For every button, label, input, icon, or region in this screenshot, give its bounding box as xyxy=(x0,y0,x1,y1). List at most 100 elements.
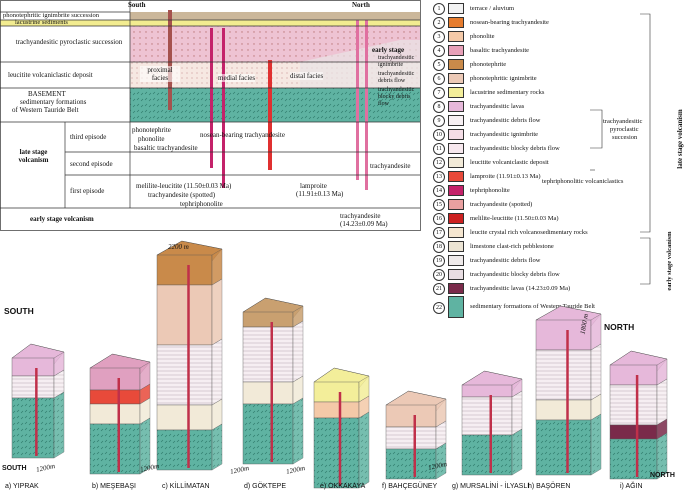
sections-south-label: SOUTH xyxy=(4,306,34,316)
section-caption-6: f) BAHÇEGÜNEY xyxy=(382,483,438,490)
section-caption-3: c) KİLLİMATAN xyxy=(162,483,210,490)
legend-swatch-6 xyxy=(448,73,464,84)
sections-north-label: NORTH xyxy=(604,322,635,332)
legend-swatch-15 xyxy=(448,199,464,210)
first-episode-label: first episode xyxy=(70,187,105,195)
legend-label-17: leucite crystal rich volcanosedimentary … xyxy=(470,229,588,236)
section-2-layer-3 xyxy=(89,403,141,425)
legend-swatch-10 xyxy=(448,129,464,140)
legend-number-6: 6 xyxy=(433,73,445,85)
section-7-layer-3 xyxy=(461,434,513,476)
section-4-layer-4 xyxy=(242,403,294,465)
section-8-side-4 xyxy=(590,413,602,476)
pyroclastic-group-label-1: trachyandesitic xyxy=(603,118,643,125)
section-6-layer-3 xyxy=(385,448,437,480)
legend-number-20: 20 xyxy=(433,269,445,281)
leucitite-label: leucitite volcaniclastic deposit xyxy=(8,71,93,79)
tephriphonolite-label: tephriphonolite xyxy=(180,200,223,208)
section-2-layer-2 xyxy=(89,389,141,405)
basement-label-1: BASEMENT xyxy=(28,90,66,98)
section-8-layer-1 xyxy=(535,319,592,351)
legend-number-13: 13 xyxy=(433,171,445,183)
legend-number-7: 7 xyxy=(433,87,445,99)
section-7-layer-2 xyxy=(461,396,513,436)
section-3-side-1 xyxy=(211,248,223,286)
basement-label-2: sedimentary formations xyxy=(20,98,87,106)
legend-swatch-1 xyxy=(448,3,464,14)
section-3-layer-1 xyxy=(156,254,213,286)
legend-number-19: 19 xyxy=(433,255,445,267)
legend-label-13: lamproite (11.91±0.13 Ma) xyxy=(470,173,541,180)
third-episode-label: third episode xyxy=(70,133,107,141)
section-6-dyke xyxy=(413,415,416,477)
section-6-layer-2 xyxy=(385,426,437,450)
phonotephritic-succession-label: phonotephritic ignimbrite succession xyxy=(3,12,100,19)
section-1-layer-2 xyxy=(11,375,55,399)
legend-swatch-9 xyxy=(448,115,464,126)
section-3-side-2 xyxy=(211,278,223,346)
section-8-side-1 xyxy=(590,313,602,351)
south-label: South xyxy=(128,1,146,9)
early-stage-label: early stage volcanism xyxy=(30,215,94,223)
section-3-layer-2 xyxy=(156,284,213,346)
section-9-layer-4 xyxy=(609,438,658,480)
legend-swatch-21 xyxy=(448,283,464,294)
section-2-dyke xyxy=(117,378,120,472)
legend-label-20: trachyandesitic blocky debris flow xyxy=(470,271,560,278)
tephriphonolitic-group-label: tephriphonolitic volcaniclastics xyxy=(542,178,624,185)
legend-swatch-14 xyxy=(448,185,464,196)
lamproite-label-1: lamproite xyxy=(300,182,327,190)
melilite-label: melilite-leucitite (11.50±0.03 Ma) xyxy=(136,182,232,190)
section-2-layer-1 xyxy=(89,367,141,391)
legend-number-17: 17 xyxy=(433,227,445,239)
section-4-dyke xyxy=(270,322,273,462)
legend-swatch-18 xyxy=(448,241,464,252)
early-trachy-label-2: (14.23±0.09 Ma) xyxy=(340,220,388,228)
section-6-layer-1 xyxy=(385,404,437,428)
legend-label-15: trachyandesite (spotted) xyxy=(470,201,533,208)
early-stage-item-1: trachyandesitic ignimbrite xyxy=(378,55,415,68)
section-4-layer-1 xyxy=(242,311,294,328)
legend-number-1: 1 xyxy=(433,3,445,15)
section-8-layer-4 xyxy=(535,419,592,476)
legend-label-4: basaltic trachyandesite xyxy=(470,47,530,54)
legend-number-10: 10 xyxy=(433,129,445,141)
section-7-layer-1 xyxy=(461,384,513,398)
section-8-dyke xyxy=(566,330,569,473)
medial-facies-label: medial facies xyxy=(218,74,256,82)
basement-label-3: of Western Tauride Belt xyxy=(12,106,79,114)
section-4-side-2 xyxy=(292,320,304,383)
legend-number-22: 22 xyxy=(433,302,445,314)
legend-number-14: 14 xyxy=(433,185,445,197)
legend-number-4: 4 xyxy=(433,45,445,57)
stratigraphic-table xyxy=(0,0,421,231)
legend-swatch-3 xyxy=(448,31,464,42)
phonolite-label: phonolite xyxy=(138,135,165,143)
section-caption-8: h) BAŞÖREN xyxy=(528,483,571,490)
section-4-side-4 xyxy=(292,397,304,465)
legend-label-8: trachyandesitic lavas xyxy=(470,103,525,110)
section-1-layer-3 xyxy=(11,397,55,459)
section-caption-2: b) MEŞEBAŞI xyxy=(92,483,136,490)
section-3-side-5 xyxy=(211,423,223,471)
section-4-layer-2 xyxy=(242,326,294,383)
phonotephrite-label: phonotephrite xyxy=(132,126,171,134)
nosean-label: nosean-bearing trachyandesite xyxy=(200,131,285,139)
legend-number-5: 5 xyxy=(433,59,445,71)
early-trachy-label-1: trachyandesite xyxy=(340,212,381,220)
section-7-side-2 xyxy=(511,390,523,436)
late-stage-label: late stage volcanism xyxy=(18,148,49,164)
section-1-layer-1 xyxy=(11,357,55,377)
legend-label-10: trachyandesitic ignimbrite xyxy=(470,131,539,138)
section-3-dyke xyxy=(187,265,190,468)
section-8-layer-3 xyxy=(535,399,592,421)
section-1-dyke xyxy=(35,368,38,456)
columnar-sections xyxy=(11,240,668,489)
legend-number-16: 16 xyxy=(433,213,445,225)
legend-number-8: 8 xyxy=(433,101,445,113)
section-1-side-3 xyxy=(53,391,65,459)
legend-label-2: nosean-bearing trachyandesite xyxy=(470,19,549,26)
legend-label-1: terrace / aluvium xyxy=(470,5,515,12)
section-caption-9: i) AĞIN xyxy=(620,483,643,490)
